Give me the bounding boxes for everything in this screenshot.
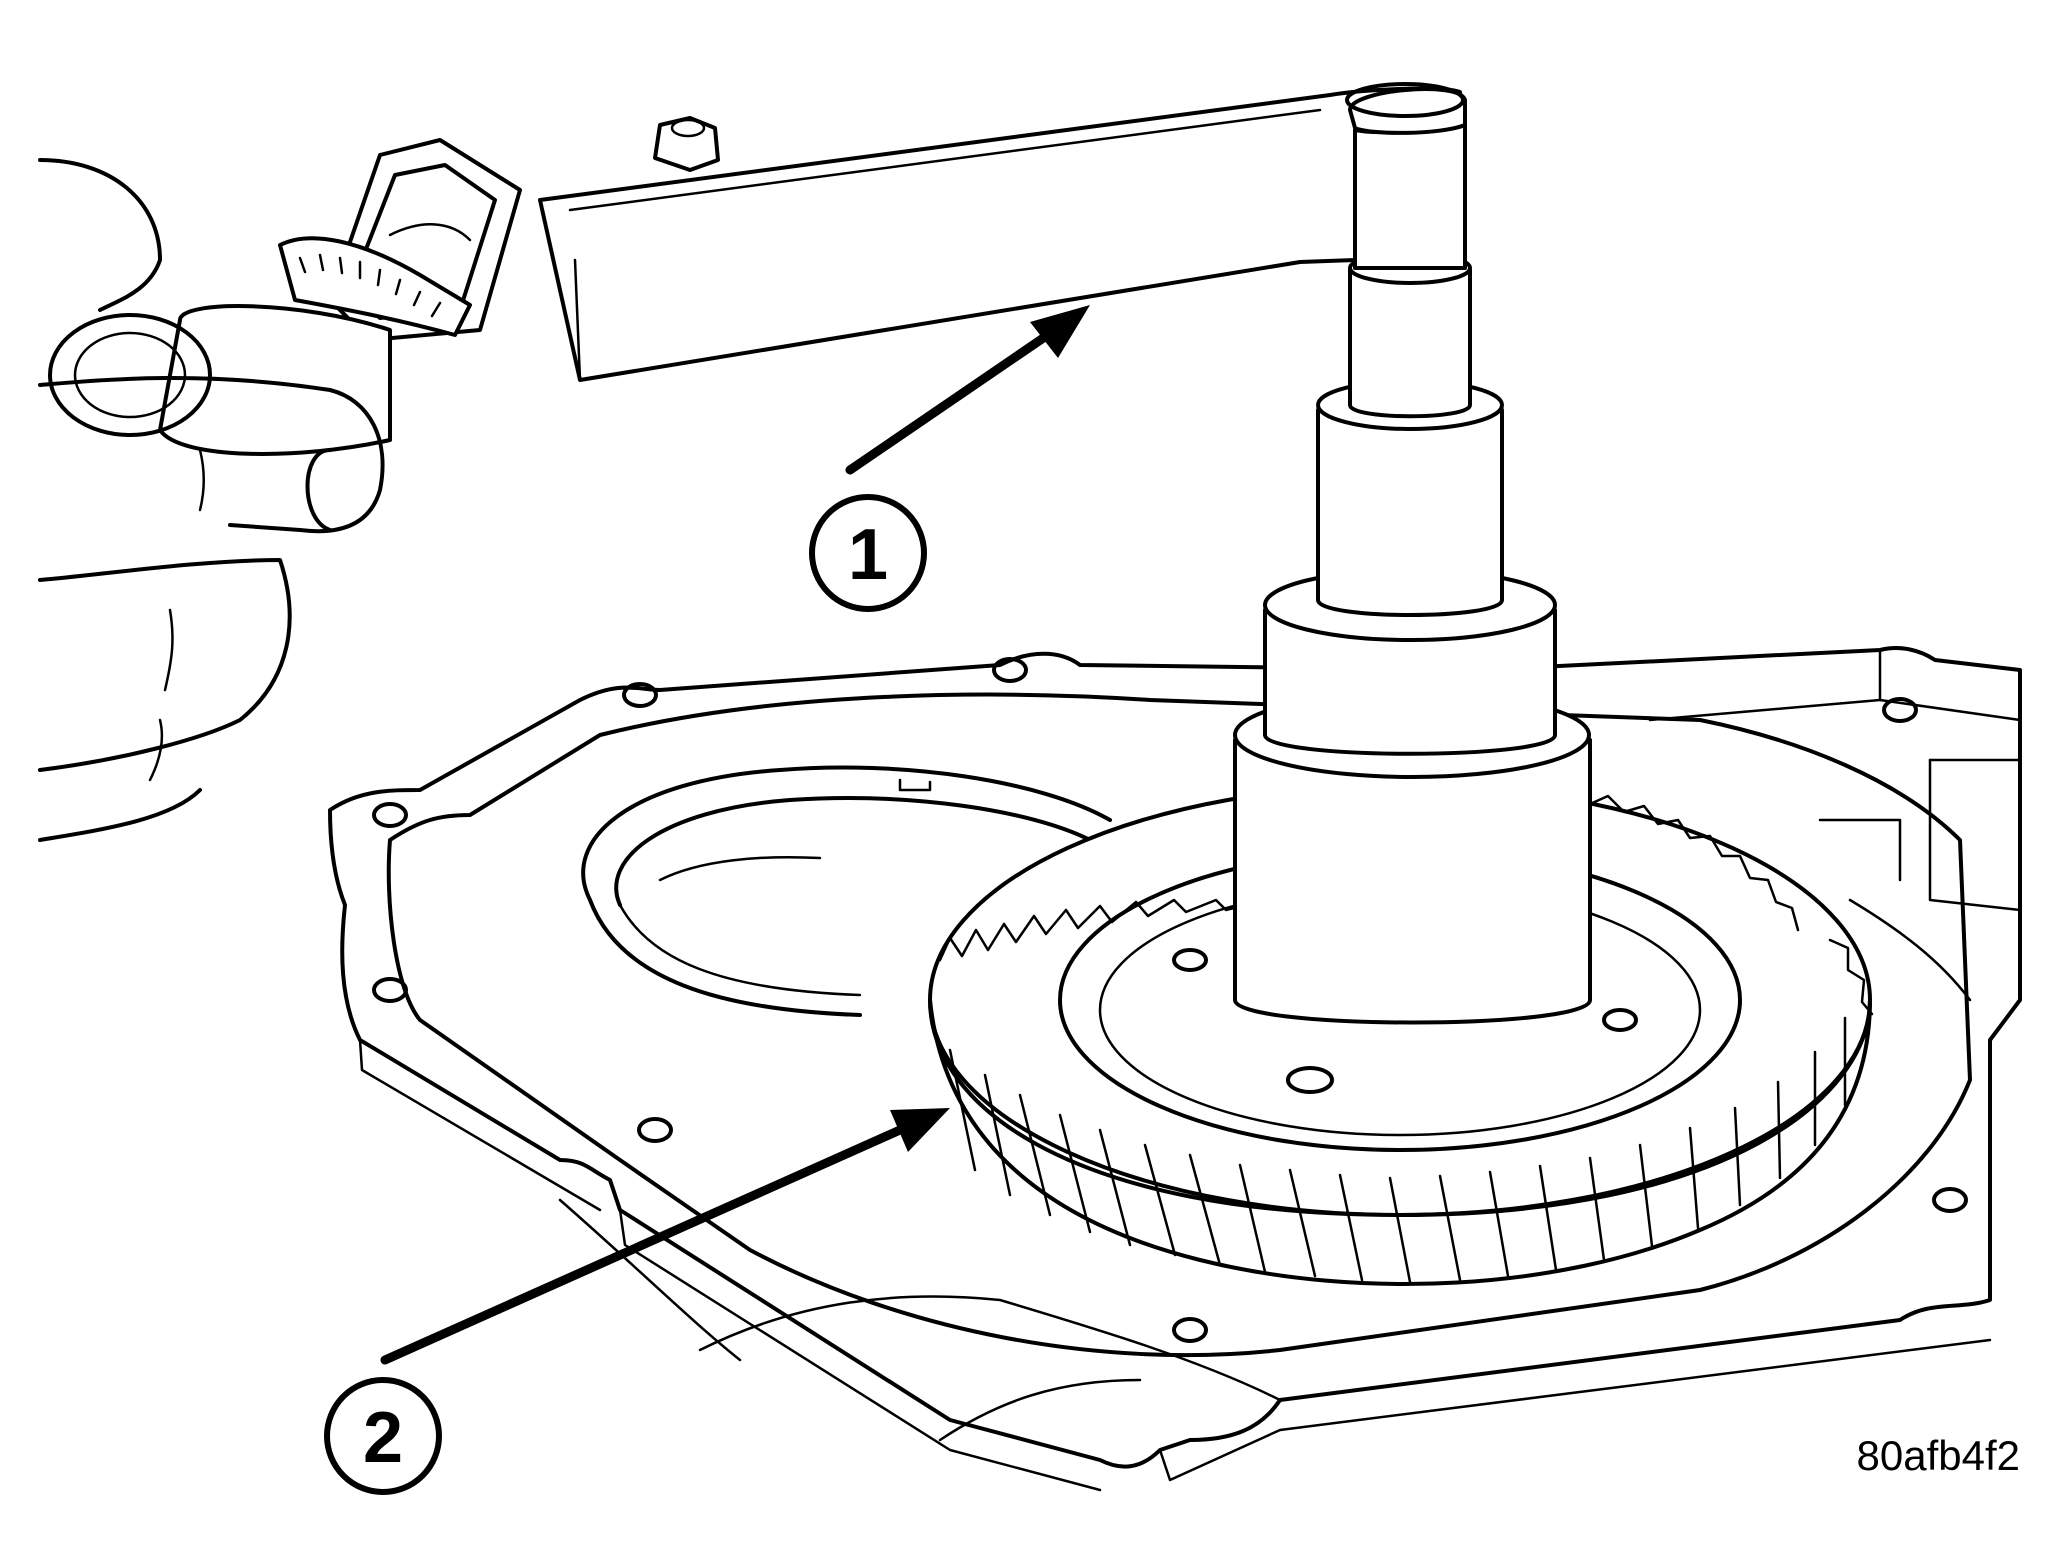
gear-teeth xyxy=(938,788,1874,1016)
callout-arrow-1 xyxy=(845,305,1090,475)
socket-adapter xyxy=(1233,118,1592,1025)
callout-2-label: 2 xyxy=(363,1398,403,1478)
bearing-race xyxy=(581,765,1112,1017)
hand xyxy=(38,158,385,842)
callout-2: 2 xyxy=(324,1377,442,1495)
callout-arrow-2 xyxy=(380,1108,950,1365)
dial-scale-ticks xyxy=(298,253,442,318)
callout-1-label: 1 xyxy=(848,515,888,595)
torque-wrench xyxy=(48,82,1467,456)
case-housing xyxy=(328,646,2022,1492)
callout-1: 1 xyxy=(809,494,927,612)
bolt-holes xyxy=(372,657,1968,1343)
helical-teeth xyxy=(948,1016,1847,1284)
figure-code: 80afb4f2 xyxy=(1857,1432,2021,1479)
